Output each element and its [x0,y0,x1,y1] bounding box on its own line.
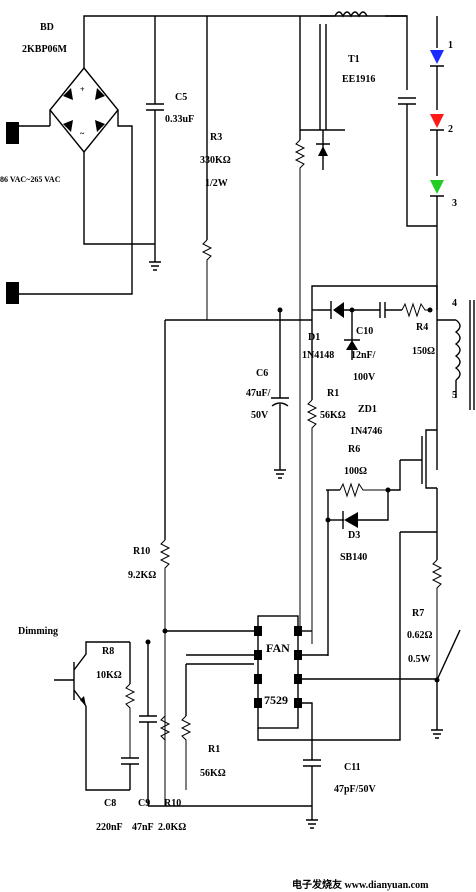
bd-label: BD [40,22,54,33]
c10-voltage: 100V [353,372,376,383]
resistor-r1-top [306,399,318,644]
transformer-t1 [319,11,368,131]
r4-value: 150Ω [412,346,435,357]
node4-label: 4 [452,298,457,309]
ac-terminal-top [6,122,19,144]
resistor-r3 [201,239,213,320]
t1-part: EE1916 [342,74,375,85]
c6-voltage: 50V [251,410,269,421]
d3-label: D3 [348,530,360,541]
r8-label: R8 [102,646,114,657]
c11-label: C11 [344,762,361,773]
r7-value: 0.62Ω [407,630,433,641]
resistor-r6 [339,482,388,498]
r1-bot-label: R1 [208,744,220,755]
r1-bot-value: 56KΩ [200,768,226,779]
c10-label: C10 [356,326,373,337]
node5-label: 5 [452,390,457,401]
r10-top-label: R10 [133,546,150,557]
r10-top-value: 9.2KΩ [128,570,156,581]
resistor-r10-top [159,539,171,806]
r10-bot-label: R10 [164,798,181,809]
footer-watermark: 电子发烧友 www.dianyuan.com [292,878,429,891]
c9-label: C9 [138,798,150,809]
dimming-transistor-icon [54,641,130,791]
r6-label: R6 [348,444,360,455]
resistor-r1-bottom [180,715,192,790]
ac-range-label: 86 VAC~265 VAC [0,175,61,184]
diode-d3-icon [344,512,358,528]
r3-label: R3 [210,132,222,143]
d3-part: SB140 [340,552,367,563]
zd1-part: 1N4746 [350,426,382,437]
r4-label: R4 [416,322,428,333]
c6-label: C6 [256,368,268,379]
ic-bottom-label: 7529 [264,693,288,707]
r8-value: 10KΩ [96,670,122,681]
resistor-snubber [294,139,306,628]
led3-label: 3 [452,198,457,209]
c11-value: 47pF/50V [334,784,376,795]
svg-text:~: ~ [80,129,85,138]
led-2-icon [430,114,444,128]
led-3-icon [430,180,444,194]
resistor-r4 [401,302,430,318]
t1-label: T1 [348,54,360,65]
capacitor-c5 [146,16,164,271]
c8-value: 220nF [96,822,123,833]
r7-label: R7 [412,608,424,619]
r1-top-value: 56KΩ [320,410,346,421]
dimming-label: Dimming [18,626,58,637]
r1-top-label: R1 [327,388,339,399]
resistor-r10-bottom [159,715,171,741]
d1-label: D1 [308,332,320,343]
c9-value: 47nF [132,822,154,833]
r7-power: 0.5W [408,654,431,665]
d1-part: 1N4148 [302,350,334,361]
zener-zd1-icon [346,340,358,350]
bd-part-label: 2KBP06M [22,44,68,55]
diode-d1-icon [333,302,344,318]
ic-top-label: FAN [266,641,290,655]
c8-label: C8 [104,798,116,809]
ac-terminal-bottom [6,282,19,304]
zd1-label: ZD1 [358,404,377,415]
c6-value: 47uF/ [246,388,271,399]
led2-label: 2 [448,124,453,135]
led-1-icon [430,50,444,64]
r3-power: 1/2W [205,178,228,189]
bridge-rectifier: + ~ [49,66,119,154]
led1-label: 1 [448,40,453,51]
c5-label: C5 [175,92,187,103]
bridge-diode-icon [63,88,105,132]
r3-value: 330KΩ [200,155,231,166]
c5-value: 0.33uF [165,114,194,125]
r6-value: 100Ω [344,466,367,477]
r10-bot-value: 2.0KΩ [158,822,186,833]
ic-fan7529 [254,615,302,729]
svg-text:+: + [80,85,85,94]
c10-value: 12nF/ [351,350,376,361]
resistor-r7 [431,559,443,680]
resistor-r8 [124,683,136,758]
